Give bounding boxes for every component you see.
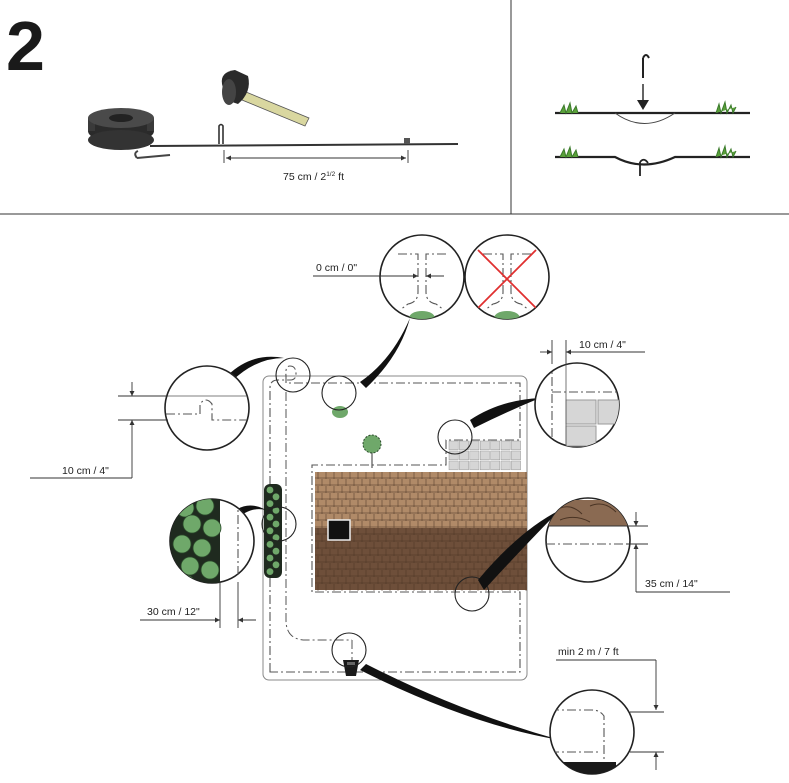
zoom-charging-station (549, 689, 635, 775)
station-distance-label: min 2 m / 7 ft (558, 646, 619, 658)
charging-station-icon (343, 660, 359, 676)
hedge-icon (264, 484, 282, 578)
zoom-corner-correct (379, 234, 465, 320)
corner-distance-label: 0 cm / 0" (316, 262, 357, 274)
guide-wire-path (285, 392, 353, 660)
hedge-dimension (140, 582, 256, 628)
peg-down-arrow-icon (637, 54, 650, 110)
shrub-near-corner-icon (332, 406, 348, 418)
panel-dividers (0, 0, 789, 215)
edge-distance-label: 10 cm / 4" (62, 465, 109, 477)
loose-peg-icon (134, 150, 171, 159)
step-number: 2 (6, 7, 45, 85)
far-peg-icon (404, 138, 410, 144)
wall-dimension (626, 512, 730, 593)
zoom-paving (534, 362, 620, 448)
boundary-wire (149, 143, 459, 147)
zoom-edge-loop (164, 365, 250, 451)
zoom-wall (545, 497, 631, 583)
mallet-icon (221, 70, 310, 127)
ground-section-before (555, 100, 750, 124)
ground-section-after (555, 144, 750, 176)
corner-dimension (313, 273, 444, 279)
paving-area (448, 440, 521, 471)
station-dimension (556, 659, 664, 770)
peg-spacing-label: 75 cm / 21/2 ft (283, 171, 344, 183)
wall-distance-label: 35 cm / 14" (645, 578, 698, 590)
wire-reel-illustration (88, 108, 154, 150)
paving-dimension (540, 340, 645, 364)
zoom-pointers (228, 318, 560, 740)
tree-icon (362, 434, 382, 468)
locator-circles (261, 357, 490, 668)
peg-spacing-dimension (223, 150, 409, 163)
hedge-distance-label: 30 cm / 12" (147, 606, 200, 618)
zoom-corner-incorrect (464, 234, 550, 320)
zoom-hedge (169, 498, 255, 584)
peg-icon (218, 123, 224, 144)
edge-dimension (30, 382, 168, 479)
paving-distance-label: 10 cm / 4" (579, 339, 626, 351)
